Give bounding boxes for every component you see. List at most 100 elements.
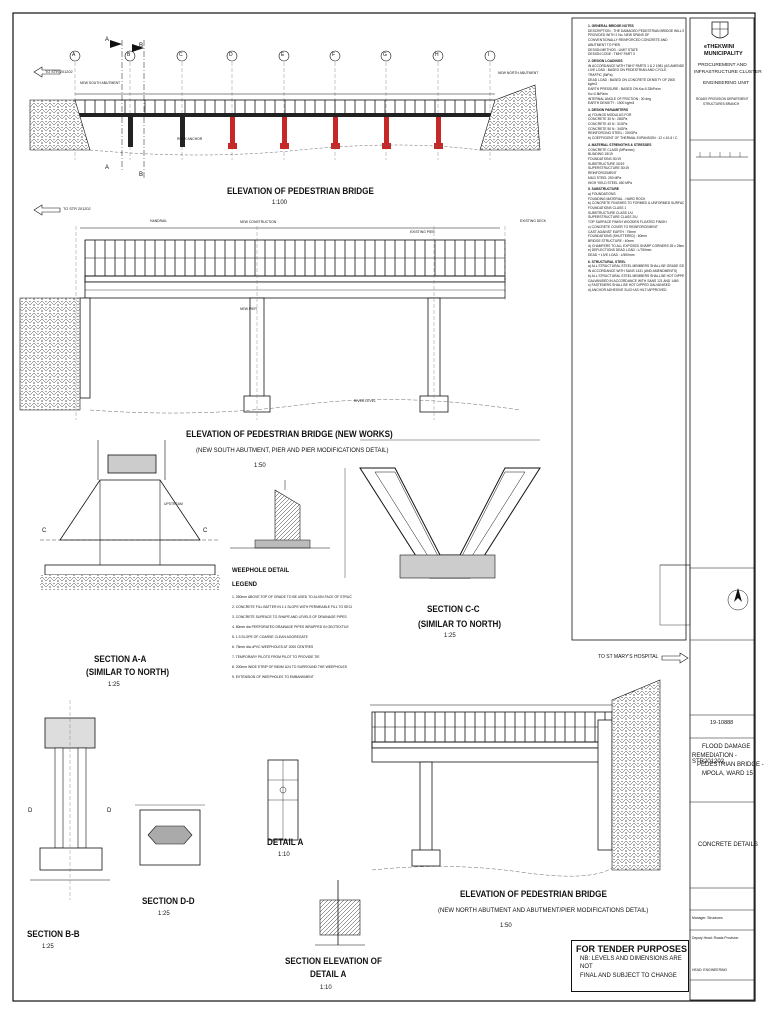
section-cc-title: SECTION C-C [427,604,480,614]
notes-line: REINFORCEMENT [588,171,617,176]
drawing-title: CONCRETE DETAILS [698,842,758,848]
section-mark-b-top: B [139,43,144,49]
notes-heading: 4. MATERIAL STRENGTHS & STRESSES [588,142,652,147]
notes-line: kg/m3 [588,82,597,87]
notes-line: c) FASTENERS SHALL BE HOT DIPPED GALVANI… [588,283,671,288]
grid-label-b: B [127,52,131,58]
notes-heading: 1. GENERAL BRIDGE NOTES [588,24,634,28]
notes-line: DESIGN CODE : TMH7 PART 3 [588,52,635,57]
section-aa-scale: 1:25 [108,682,120,688]
project-line-1: FLOOD DAMAGE [702,744,751,750]
annotation-existing-pier: EXISTING PIER [410,230,435,234]
notes-line: b) COEFFICIENT OF THERMAL EXPANSION : 12… [588,136,678,141]
elevation-2-drawing [19,226,521,420]
notes-line: BRIDGE STRUCTURE : 40mm [588,238,634,243]
notes-heading: 6. STRUCTURAL STEEL [588,259,626,264]
notes-line: DEAD LOAD : BASED ON CONCRETE DENSITY OF… [588,77,676,82]
annotation-new-construction: NEW CONSTRUCTION [240,220,277,224]
section-mark-d-right: D [107,808,112,814]
section-dd-scale: 1:25 [158,911,170,917]
notes-heading: 2. DESIGN LOADINGS [588,58,623,63]
section-mark-a-bottom: A [105,165,110,171]
notes-line: a) ALL STRUCTURAL STEEL MEMBERS SHALL BE… [588,264,684,269]
legend-item: 6. 75mm dia uPVC WEEPHOLES AT 2000 CENTR… [232,645,314,649]
contract-number: 19-10888 [710,720,734,726]
manager-label: Manager: Structures [692,916,723,920]
notes-line: TRAFFIC (5kPa) [588,73,613,78]
weephole-drawing [230,480,330,549]
notes-heading: 3. DESIGN PARAMETERS [588,107,629,112]
annotation-handrail: HANDRAIL [150,219,168,223]
notes-line: FOUNDATIONS (SHUTTERED) : 60mm [588,234,647,239]
annotation-existing-deck: EXISTING DECK [520,219,547,223]
section-cc-subtitle: (SIMILAR TO NORTH) [418,619,502,629]
notes-line: CONCRETE CLASS (MPa/mm) [588,147,635,152]
notes-line: a) YOUNGS MODULUS FOR [588,112,632,117]
notes-line: GALVANISED IN ACCORDANCE WITH SANS 121 A… [588,278,679,283]
notes-line: Ko=0.5kPa/m [588,91,608,96]
notes-line: e) DEFLECTIONS DEAD LOAD : L/750mm [588,248,652,253]
legend-item: 5. 1:3 SLOPE OF COARSE CLEAN AGGREGATE [232,635,308,639]
notes-line: DEAD + LIVE LOAD : L/500mm [588,253,635,258]
notes-line: IN ACCORDANCE WITH SANS 1431 (AND AMENDM… [588,269,678,274]
section-mark-d-left: D [28,808,33,814]
tender-title: FOR TENDER PURPOSES [576,944,688,954]
notes-line: DESIGN METHOD : LIMIT STATE [588,47,639,52]
notes-line: ABUTMENT TO PIER [588,42,621,47]
section-bb-drawing [30,700,110,900]
section-elev-a-title: SECTION ELEVATION OF [285,956,382,966]
municipality-logo [711,21,729,39]
project-line-4: MPOLA, WARD 15 [702,771,753,777]
legend-item: 8. 200mm WIDE STRIP OF BIDIM U24 TO SURR… [232,665,348,669]
legend-list: 1. 250mm ABOVE TOP OF GRADE TO BE USED T… [232,592,352,682]
direction-to-str-1: TO STR 201202 [45,70,73,74]
weephole-title: WEEPHOLE DETAIL [232,568,290,574]
notes-line: b) CONCRETE FINISHES TO FORMED & UNFORME… [588,201,684,206]
detail-a-title: DETAIL A [267,837,304,847]
notes-line: BLINDING 15/19 [588,152,613,157]
tender-line-2: FINAL AND SUBJECT TO CHANGE [580,973,677,979]
grid-label-h: H [435,52,439,58]
notes-line: c) CONCRETE COVER TO REINFORCEMENT [588,224,658,229]
notes-line: FOUNDATIONS CLASS 1 [588,206,627,211]
notes-line: a) FOUNDATIONS [588,191,616,196]
notes-line: SUPERSTRUCTURE CLASS 2/U [588,215,638,220]
notes-line: FOUNDING MATERIAL - HARD ROCK [588,196,646,201]
annotation-river-level: RIVER LEVEL [354,399,376,403]
notes-line: FOUNDATIONS 30/19 [588,156,621,161]
section-cc-drawing [344,439,541,579]
title-block-frame [571,17,755,1001]
direction-to-str-2: TO STR 201202 [63,207,91,211]
notes-line: LIVE LOAD : BASED ON PEDESTRIAN AND CYCL… [588,68,667,73]
deputy-label: Deputy Head: Roads Provision [692,936,739,940]
grid-label-d: D [229,52,233,58]
annotation-new-north-abutment: NEW NORTH ABUTMENT [498,71,539,75]
annotation-upstream: UPSTREAM [164,502,183,506]
org-name-1: eTHEKWINI [704,44,735,50]
annotation-new-pier: NEW PIER [240,307,257,311]
legend-item: 1. 250mm ABOVE TOP OF GRADE TO BE USED T… [232,595,352,599]
annotation-rock-anchor: ROCK ANCHOR [177,137,203,141]
section-cc-scale: 1:25 [444,633,456,639]
unit-line-3: ENGINEERING UNIT [703,81,750,86]
section-mark-c-left: C [42,528,47,534]
grid-label-c: C [179,52,183,58]
notes-line: CONCRETE 30 N : 28GPa [588,117,628,122]
notes-line: REINFORCING STEEL : 200GPa [588,131,638,136]
project-line-2: REMEDIATION - STR201202, [692,753,737,765]
notes-line: SUBSTRUCTURE 30/19 [588,161,625,166]
notes-line: CONCRETE 50 N : 34GPa [588,126,628,131]
section-dd-drawing [135,804,205,866]
tender-line-1: NB: LEVELS AND DIMENSIONS ARE NOT [580,956,682,970]
notes-line: EARTH PRESSURE : BASED ON Ka=0.33kPa/m [588,87,661,92]
notes-line: d) CHAMFERS TO ALL EXPOSED SHARP CORNERS… [588,243,684,248]
unit-line-1: PROCUREMENT AND [698,63,747,68]
notes-line: MILD STEEL 250 MPa [588,175,622,180]
notes-line: d) ANCHOR ADHESIVE SUCH AS HILTI APPROVE… [588,287,667,292]
notes-line: EARTH DENSITY : 1900 kg/m3 [588,101,635,106]
direction-to-hospital: TO ST MARY'S HOSPITAL [598,654,659,660]
section-dd-title: SECTION D-D [142,896,195,906]
unit-line-2: INFRASTRUCTURE CLUSTER [694,70,762,75]
